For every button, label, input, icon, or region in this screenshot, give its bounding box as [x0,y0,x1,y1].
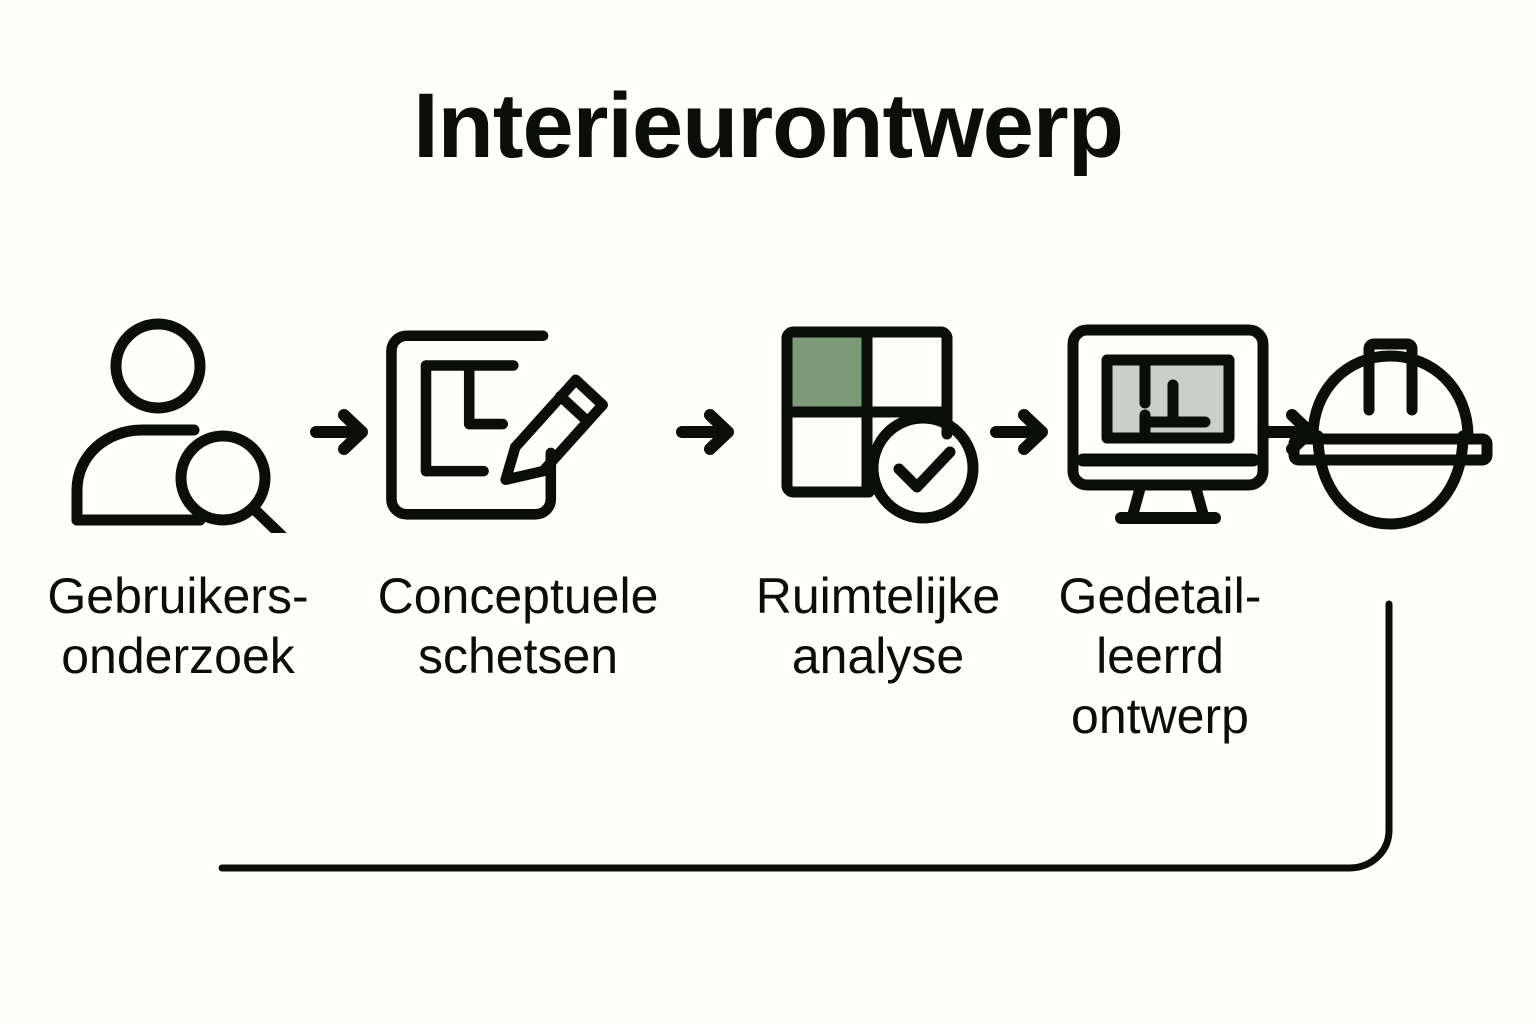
arrow-step2-to-step3 [676,406,742,458]
step-label-4: Gedetail- leerrd ontwerp [1058,568,1262,744]
arrow-step3-to-step4 [990,406,1056,458]
flow-step-3[interactable] [760,310,1000,550]
step-label-1: Gebruikers- onderzoek [47,568,309,684]
flow-step-4[interactable] [1048,310,1288,550]
flow-step-2[interactable] [378,310,618,550]
page-title: Interieurontwerp [413,75,1124,177]
hard-hat-icon [1270,310,1510,540]
step-label-3: Ruimtelijke analyse [755,568,1001,684]
monitor-cad-plan-icon [1048,310,1288,540]
arrow-step1-to-step2 [310,406,376,458]
flow-step-5[interactable] [1270,310,1510,550]
flow-step-1[interactable] [60,310,300,550]
user-research-icon [60,310,300,540]
process-flow-row [60,310,1500,550]
grid-quadrant-check-icon [760,310,1000,540]
step-labels: Gebruikers- onderzoek Conceptuele schets… [0,566,1536,766]
floorplan-sketch-pencil-icon [378,310,618,540]
step-label-2: Conceptuele schetsen [377,568,659,684]
